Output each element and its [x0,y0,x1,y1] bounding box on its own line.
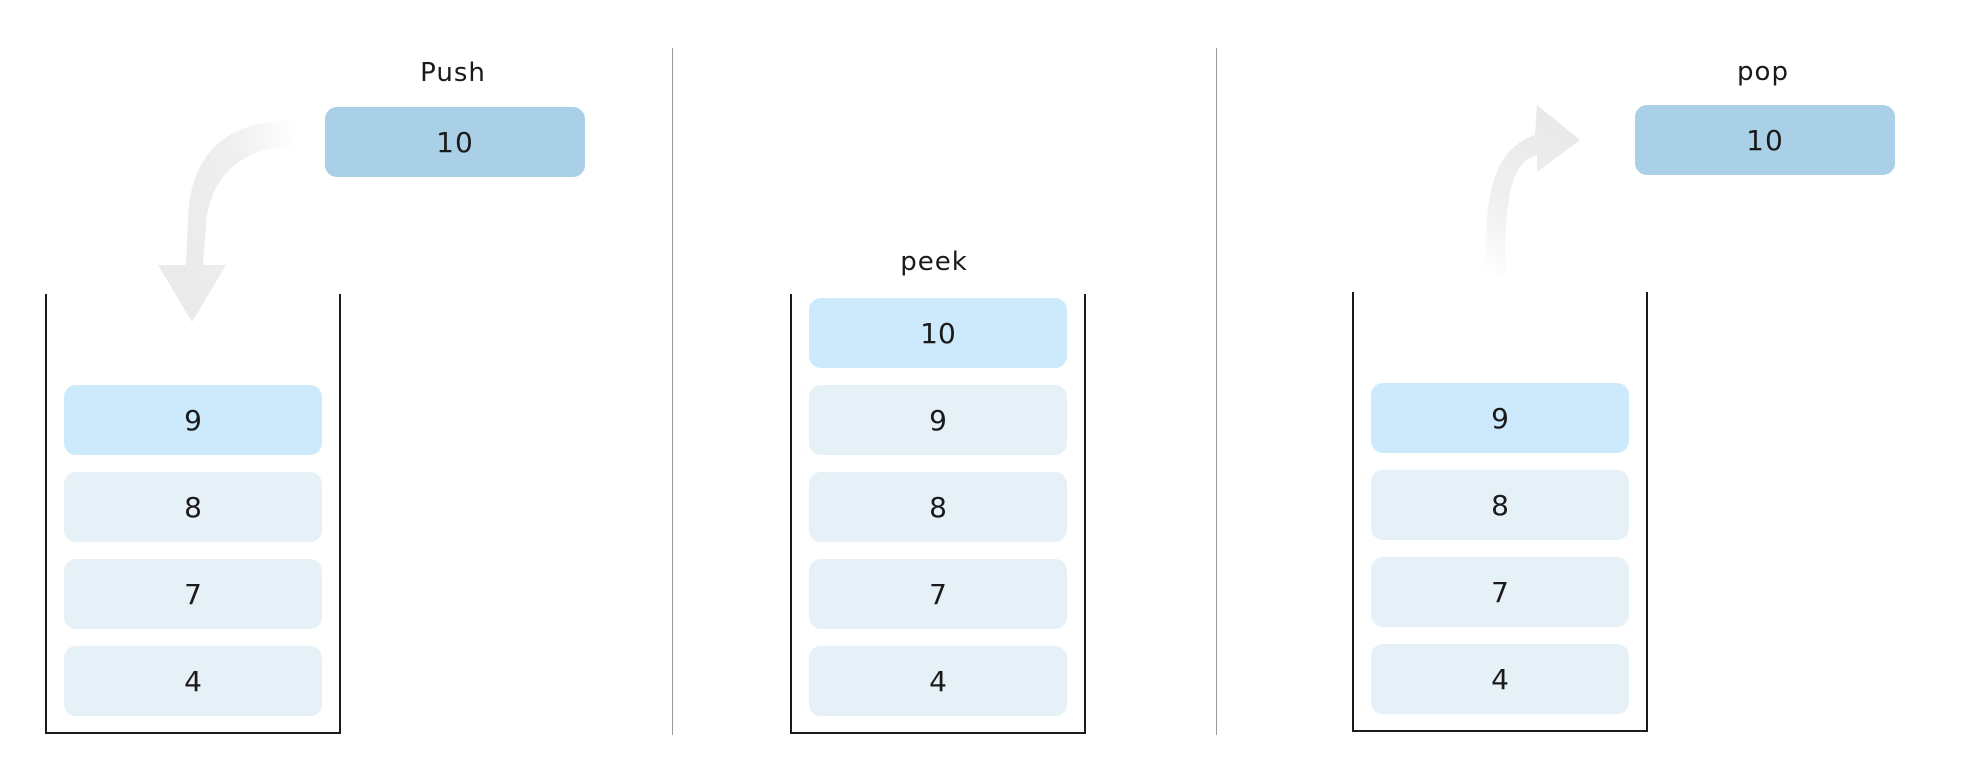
push-value: 10 [436,125,474,159]
stack-item: 8 [809,472,1067,542]
push-value-box: 10 [325,107,585,177]
peek-stack: 4 7 8 9 10 [790,294,1086,734]
push-stack-items: 4 7 8 9 [64,385,322,716]
divider-left [672,48,673,735]
peek-label: peek [900,247,968,277]
pop-stack: 4 7 8 9 [1352,292,1648,732]
stack-item: 8 [1371,470,1629,540]
pop-arrow-icon [1485,105,1580,275]
peek-stack-items: 4 7 8 9 10 [809,298,1067,716]
peek-panel: peek 4 7 8 9 10 [674,0,1214,763]
push-label: Push [420,58,486,88]
stack-item: 4 [1371,644,1629,714]
pop-panel: pop 10 4 7 8 9 [1218,0,1976,763]
push-arrow-icon [158,120,295,322]
stack-top-item: 9 [64,385,322,455]
pop-value: 10 [1746,123,1784,157]
divider-right [1216,48,1217,735]
pop-label: pop [1737,57,1789,87]
stack-top-item: 10 [809,298,1067,368]
stack-item: 7 [1371,557,1629,627]
stack-item: 8 [64,472,322,542]
push-stack: 4 7 8 9 [45,294,341,734]
pop-value-box: 10 [1635,105,1895,175]
stack-item: 7 [809,559,1067,629]
pop-stack-items: 4 7 8 9 [1371,383,1629,714]
stack-item: 9 [809,385,1067,455]
stack-top-item: 9 [1371,383,1629,453]
stack-item: 7 [64,559,322,629]
stack-item: 4 [64,646,322,716]
stack-item: 4 [809,646,1067,716]
push-panel: Push 10 4 7 8 9 [0,0,670,763]
